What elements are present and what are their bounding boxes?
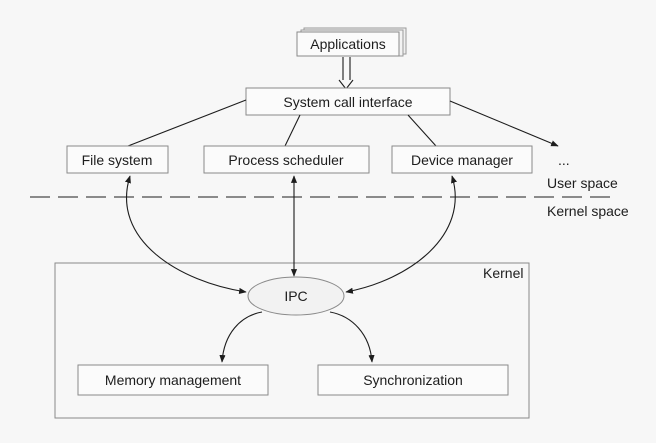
syscall-to-device-line	[407, 114, 437, 147]
kernel-label: Kernel	[483, 265, 523, 281]
more-services-ellipsis: ...	[558, 152, 570, 168]
process-scheduler-label: Process scheduler	[228, 152, 344, 168]
app-to-syscall-arrow	[338, 57, 354, 90]
file-system-label: File system	[82, 152, 153, 168]
syscall-to-more-arrow	[449, 100, 559, 147]
ipc-to-memory-arrow	[219, 311, 263, 363]
ipc-label: IPC	[284, 288, 307, 304]
synchronization-box: Synchronization	[317, 364, 509, 396]
ipc-to-sync-arrow	[329, 311, 375, 363]
memory-management-label: Memory management	[105, 372, 241, 388]
process-scheduler-box: Process scheduler	[203, 145, 370, 174]
syscall-interface-label: System call interface	[283, 94, 412, 110]
syscall-interface-box: System call interface	[245, 87, 451, 116]
device-manager-box: Device manager	[391, 145, 533, 174]
filesystem-ipc-arrow	[124, 175, 247, 295]
file-system-box: File system	[66, 145, 169, 174]
device-manager-label: Device manager	[411, 152, 513, 168]
syscall-to-scheduler-line	[284, 114, 301, 147]
applications-box: Applications	[296, 27, 407, 57]
ipc-node: IPC	[247, 276, 345, 316]
applications-label: Applications	[310, 36, 386, 52]
kernel-space-label: Kernel space	[547, 203, 629, 219]
user-space-label: User space	[547, 175, 618, 191]
synchronization-label: Synchronization	[363, 372, 463, 388]
syscall-to-filesystem-line	[127, 99, 247, 147]
device-ipc-arrow	[345, 175, 457, 294]
memory-management-box: Memory management	[77, 364, 269, 396]
